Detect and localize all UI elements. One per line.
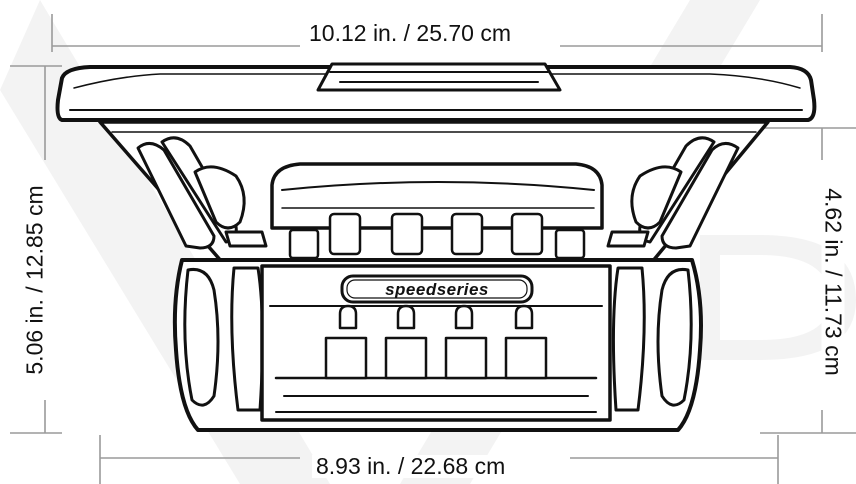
right-struts xyxy=(606,136,740,250)
side-fins xyxy=(183,266,693,412)
speaker-frame xyxy=(55,65,817,122)
overall-width-label: 10.12 in. / 25.70 cm xyxy=(305,22,516,45)
mount-depth-label: 4.62 in. / 11.73 cm xyxy=(821,184,847,380)
left-struts xyxy=(136,136,268,250)
terminal-posts xyxy=(288,212,586,260)
speaker-body xyxy=(55,62,817,432)
mount-screws xyxy=(338,304,534,330)
tweeter-bridge xyxy=(316,62,562,92)
brand-logo: speedseries xyxy=(385,280,489,299)
overall-height-label: 5.06 in. / 12.85 cm xyxy=(22,181,48,379)
dimension-lines xyxy=(10,14,856,484)
clamp-plates xyxy=(324,336,548,380)
brand-badge: speedseries xyxy=(340,274,534,304)
magnet-cap xyxy=(270,162,604,230)
mount-width-label: 8.93 in. / 22.68 cm xyxy=(312,455,510,478)
motor-block xyxy=(260,264,612,422)
